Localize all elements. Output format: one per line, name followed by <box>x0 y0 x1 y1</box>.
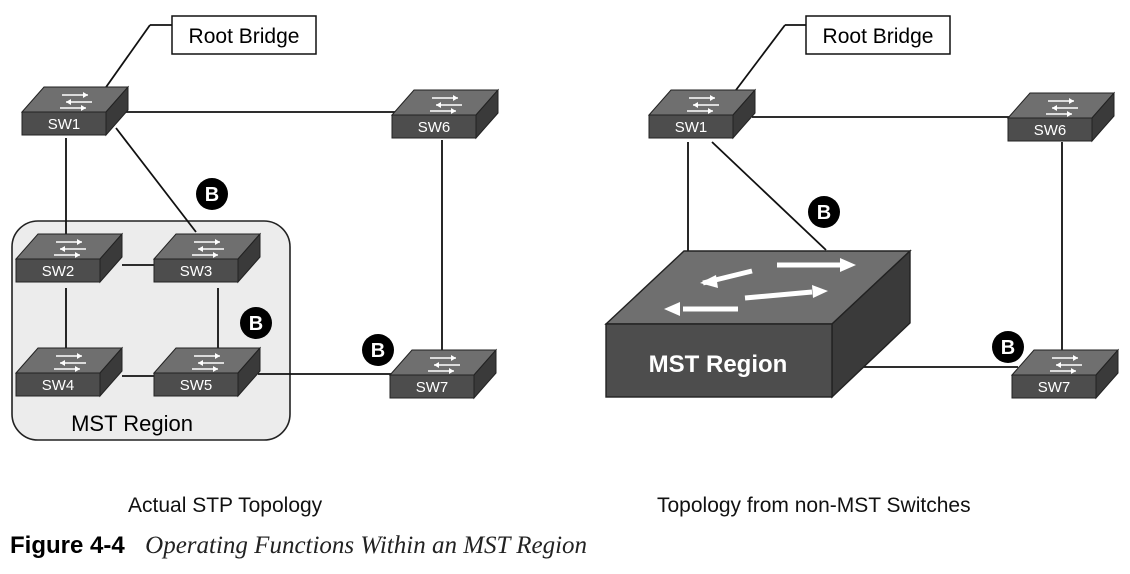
svg-text:B: B <box>817 202 831 224</box>
mst-region-switch: MST Region <box>604 249 912 399</box>
blocked-badge-sw7-right: B <box>992 331 1024 363</box>
link-sw1-sw3 <box>115 127 197 233</box>
sw2-label: SW2 <box>42 263 75 280</box>
link-root-callout <box>103 24 151 91</box>
sw1-right-label: SW1 <box>675 119 708 136</box>
root-bridge-callout-right <box>805 15 951 55</box>
switch-sw6: SW6 <box>390 88 500 140</box>
switch-sw7: SW7 <box>388 348 498 400</box>
blocked-badge-sw1-region: B <box>808 196 840 228</box>
right-panel-title: Topology from non-MST Switches <box>657 494 971 517</box>
sw1-label: SW1 <box>48 116 81 133</box>
link-sw1-region-diag <box>711 141 827 251</box>
blocked-badge-sw3-sw5: B <box>240 307 272 339</box>
root-bridge-label-right: Root Bridge <box>823 25 934 48</box>
sw3-label: SW3 <box>180 263 213 280</box>
figure-caption-label: Figure 4-4 <box>10 532 125 559</box>
mst-region-label: MST Region <box>71 411 193 436</box>
links <box>65 24 443 377</box>
left-panel-diagram: MST Region Root Bridge SW1 <box>11 15 500 441</box>
switch-sw7-right: SW7 <box>1010 348 1120 400</box>
switch-sw6-right: SW6 <box>1006 91 1116 143</box>
blocked-badge-sw1-sw3: B <box>196 178 228 210</box>
blocked-badge-sw5-sw7: B <box>362 334 394 366</box>
root-bridge-label: Root Bridge <box>189 25 300 48</box>
links-right <box>687 24 1063 368</box>
sw7-right-label: SW7 <box>1038 379 1071 396</box>
switch-sw5: SW5 <box>152 346 262 398</box>
figure-caption-text: Operating Functions Within an MST Region <box>145 532 588 559</box>
switch-sw1: SW1 <box>20 85 130 137</box>
svg-text:B: B <box>249 313 263 335</box>
sw4-label: SW4 <box>42 377 75 394</box>
sw6-right-label: SW6 <box>1034 122 1067 139</box>
mst-region-big-label: MST Region <box>649 351 788 378</box>
switch-sw3: SW3 <box>152 232 262 284</box>
mst-region-arrows <box>664 258 856 316</box>
sw6-label: SW6 <box>418 119 451 136</box>
switch-sw4: SW4 <box>14 346 124 398</box>
link-root-callout-right <box>735 24 786 91</box>
switch-sw2: SW2 <box>14 232 124 284</box>
svg-text:B: B <box>205 184 219 206</box>
svg-text:B: B <box>371 340 385 362</box>
sw5-label: SW5 <box>180 377 213 394</box>
figure-caption: Figure 4-4 Operating Functions Within an… <box>10 532 587 560</box>
switch-sw1-right: SW1 <box>647 88 757 140</box>
right-panel-diagram: Root Bridge SW1 SW6 SW7 <box>604 15 1120 400</box>
sw7-label: SW7 <box>416 379 449 396</box>
left-panel-title: Actual STP Topology <box>128 494 323 517</box>
svg-text:B: B <box>1001 337 1015 359</box>
root-bridge-callout <box>171 15 317 55</box>
